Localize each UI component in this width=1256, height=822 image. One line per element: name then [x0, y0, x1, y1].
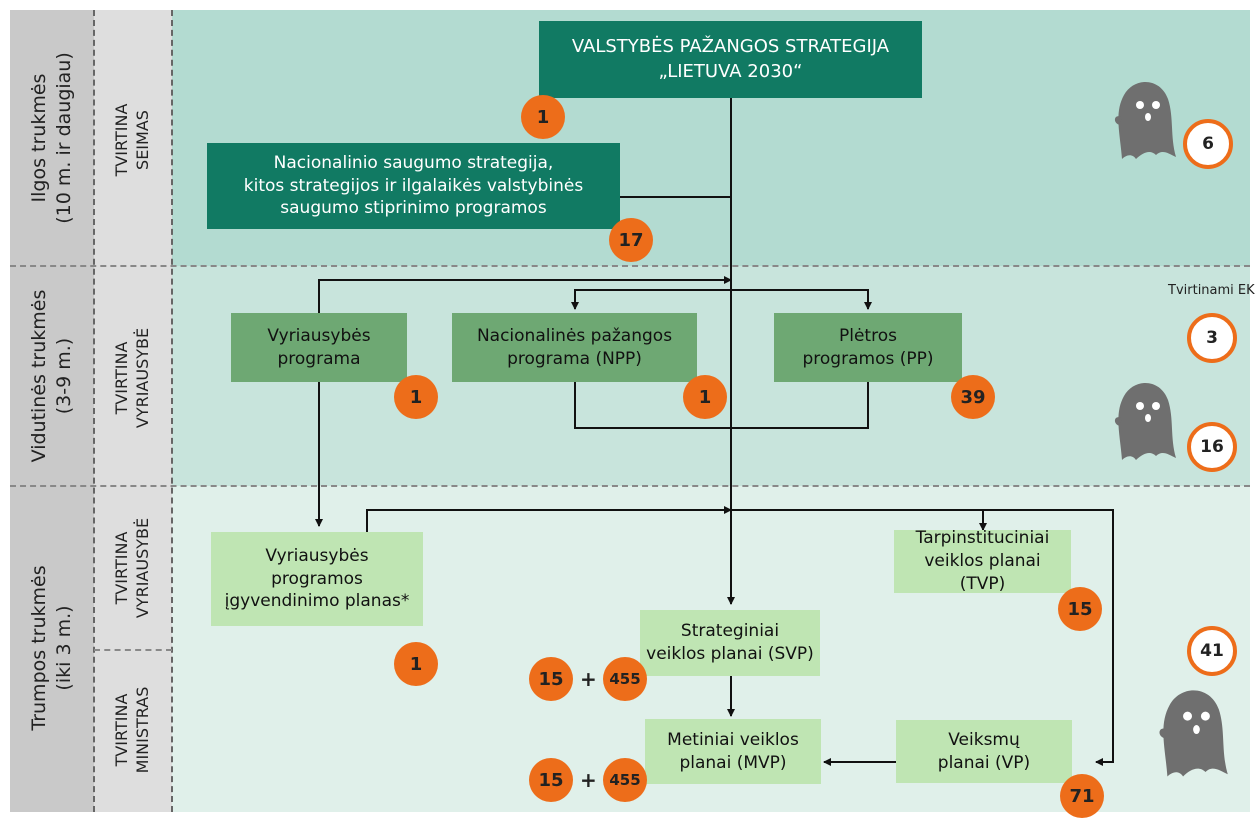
svp-box: Strateginiai veiklos planai (SVP): [640, 610, 820, 676]
security-strategy-box: Nacionalinio saugumo strategija, kitos s…: [207, 143, 620, 229]
short-side-count: 41: [1187, 626, 1237, 676]
svp-count-badge: 15: [529, 657, 573, 701]
vp-count-badge: 71: [1060, 774, 1104, 818]
gov-program-count-badge: 1: [394, 375, 438, 419]
column-divider: [93, 10, 95, 812]
svp-count-badge-second: 455: [603, 657, 647, 701]
strategy-count-badge: 1: [521, 95, 565, 139]
row-divider: [10, 265, 1250, 267]
tvp-box: Tarpinstituciniai veiklos planai (TVP): [894, 528, 1071, 594]
ghost-icon: [1159, 690, 1228, 777]
vp-box: Veiksmų planai (VP): [896, 720, 1072, 783]
vp-arrow: [366, 509, 1114, 766]
medium-side-count: 16: [1187, 422, 1237, 472]
gov-impl-count-badge: 1: [394, 642, 438, 686]
plus-sign: +: [580, 667, 597, 691]
mvp-box: Metiniai veiklos planai (MVP): [645, 719, 821, 784]
ek-note: Tvirtinami EK: [1168, 283, 1255, 298]
npp-pp-connector: [574, 289, 869, 305]
row-divider: [10, 485, 1250, 487]
mvp-count-badge: 15: [529, 758, 573, 802]
mvp-count-badge-second: 455: [603, 758, 647, 802]
pp-count-badge: 39: [951, 375, 995, 419]
npp-pp-bottom-connector: [574, 382, 869, 429]
npp-count-badge: 1: [683, 375, 727, 419]
ek-count: 3: [1187, 313, 1237, 363]
security-count-badge: 17: [609, 218, 653, 262]
column-divider: [171, 10, 173, 812]
ghost-icon: [1114, 81, 1176, 159]
npp-box: Nacionalinės pažangos programa (NPP): [452, 313, 697, 382]
state-strategy-box: VALSTYBĖS PAŽANGOS STRATEGIJA „LIETUVA 2…: [539, 21, 922, 98]
tvp-count-badge: 15: [1058, 587, 1102, 631]
approver-divider: [94, 649, 172, 651]
duration-column: [10, 10, 94, 812]
ghost-icon: [1114, 382, 1176, 460]
gov-impl-plan-box: Vyriausybės programos įgyvendinimo plana…: [211, 532, 423, 626]
pp-box: Plėtros programos (PP): [774, 313, 962, 382]
approver-column: [94, 10, 172, 812]
gov-program-box: Vyriausybės programa: [231, 313, 407, 382]
plus-sign: +: [580, 768, 597, 792]
long-side-count: 6: [1183, 119, 1233, 169]
